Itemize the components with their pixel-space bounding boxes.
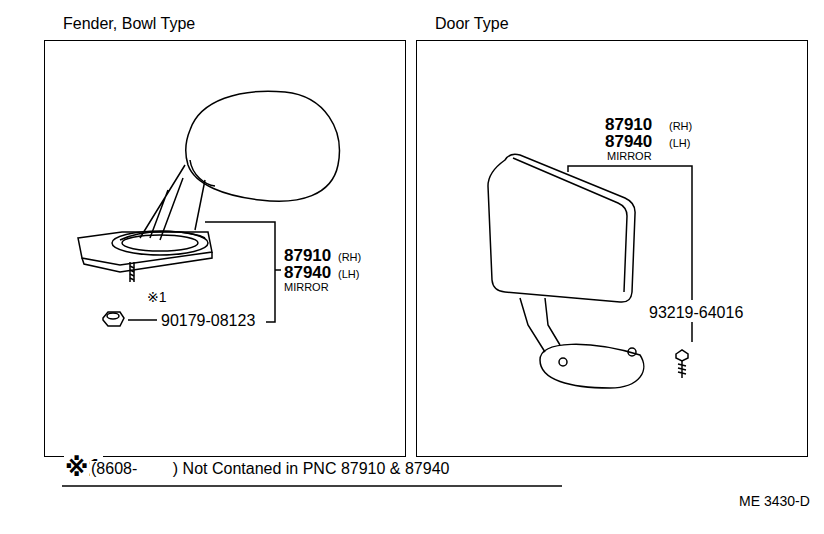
part-number: 87940: [283, 264, 332, 281]
panel-heading: Fender, Bowl Type: [63, 15, 195, 33]
side-note: (RH): [337, 252, 362, 263]
fender-mirror: [78, 91, 339, 326]
door-mirror: [488, 154, 688, 388]
part-number: 87910: [283, 247, 332, 264]
panel-box: Fender, Bowl Type: [44, 40, 406, 457]
panel-heading: Door Type: [435, 15, 509, 33]
part-number: 93219-64016: [648, 305, 744, 321]
drawing-code: ME 3430-D: [738, 494, 811, 508]
part-name: MIRROR: [283, 282, 330, 293]
part-number: 90179-08123: [160, 313, 256, 329]
side-note: (LH): [337, 269, 360, 280]
part-number: 87910: [604, 116, 653, 133]
side-note: (LH): [668, 138, 691, 149]
part-name: MIRROR: [606, 151, 653, 162]
side-note: (RH): [668, 121, 693, 132]
part-number: 87940: [604, 133, 653, 150]
panel-box: Door Type: [416, 40, 808, 457]
footnote-text: (8608- ) Not Contaned in PNC 87910 & 879…: [90, 461, 450, 477]
leader-line: [128, 222, 281, 322]
underline: [62, 485, 562, 487]
footnote-mark: ※1: [146, 290, 168, 304]
